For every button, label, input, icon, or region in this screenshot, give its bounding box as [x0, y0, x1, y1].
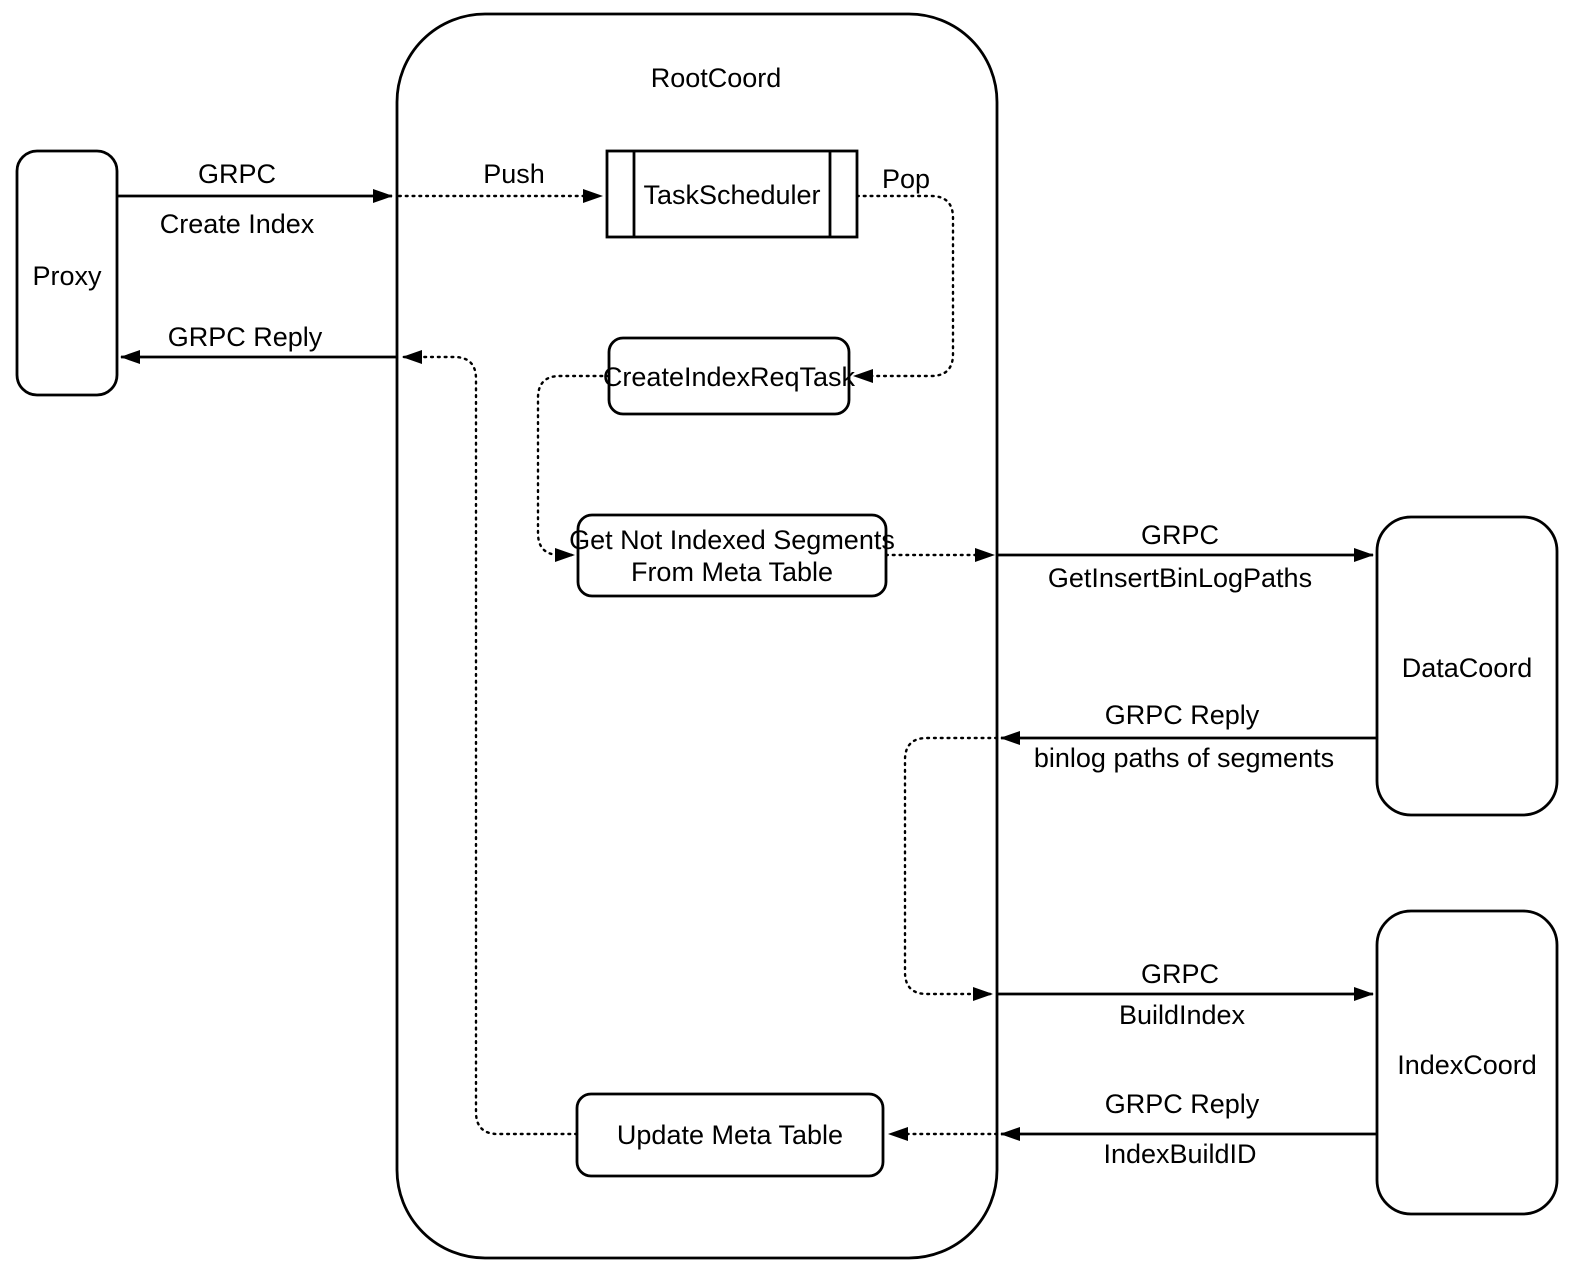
rootcoord-container — [395, 12, 999, 1260]
taskscheduler-label: TaskScheduler — [643, 180, 820, 210]
label-indexbuildid-protocol: GRPC Reply — [1105, 1089, 1260, 1119]
label-getinsert-message: GetInsertBinLogPaths — [1048, 563, 1312, 593]
label-push: Push — [483, 159, 545, 189]
arrow-updatemeta-to-edge — [401, 350, 579, 1136]
arrow-pop — [852, 194, 955, 383]
label-pop: Pop — [882, 164, 930, 194]
createindexreqtask-label: CreateIndexReqTask — [603, 362, 856, 392]
arrow-binlog-to-buildindex — [903, 736, 999, 1001]
update-meta-table-label: Update Meta Table — [617, 1120, 843, 1150]
rootcoord-label: RootCoord — [651, 63, 782, 93]
label-create-index-message: Create Index — [160, 209, 315, 239]
indexcoord-node — [1375, 909, 1559, 1216]
datacoord-node — [1375, 515, 1559, 817]
label-grpc-reply-proxy: GRPC Reply — [168, 322, 323, 352]
label-binlog-reply-message: binlog paths of segments — [1034, 743, 1334, 773]
label-buildindex-message: BuildIndex — [1119, 1000, 1246, 1030]
get-not-indexed-label-line2: From Meta Table — [631, 557, 833, 587]
get-not-indexed-label-line1: Get Not Indexed Segments — [569, 525, 895, 555]
proxy-label: Proxy — [32, 261, 102, 291]
arrow-create-to-getnotindexed — [536, 374, 611, 562]
datacoord-label: DataCoord — [1402, 653, 1533, 683]
label-binlog-reply-protocol: GRPC Reply — [1105, 700, 1260, 730]
label-getinsert-protocol: GRPC — [1141, 520, 1219, 550]
label-create-index-protocol: GRPC — [198, 159, 276, 189]
indexcoord-label: IndexCoord — [1397, 1050, 1537, 1080]
label-buildindex-protocol: GRPC — [1141, 959, 1219, 989]
proxy-node — [15, 149, 119, 397]
label-indexbuildid-message: IndexBuildID — [1103, 1139, 1256, 1169]
taskscheduler-node — [605, 149, 859, 239]
